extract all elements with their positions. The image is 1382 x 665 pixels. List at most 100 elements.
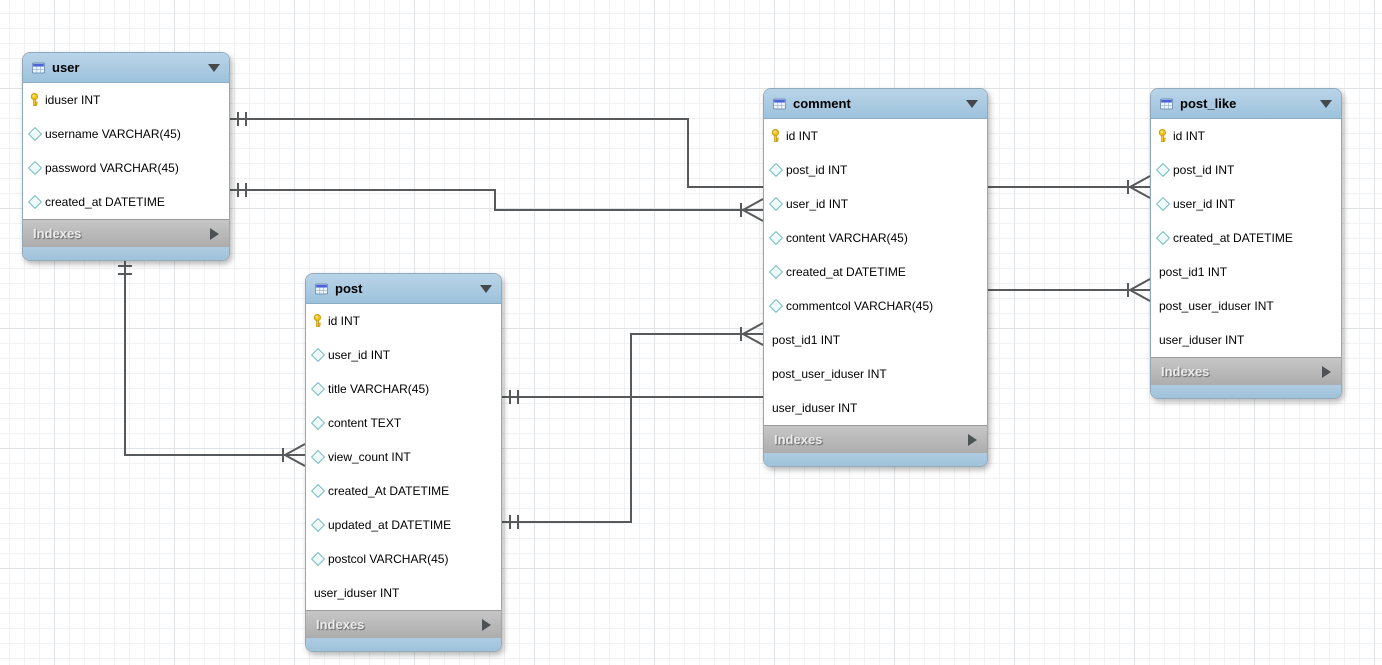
- diamond-icon: [310, 347, 325, 363]
- column-row[interactable]: post_user_iduser INT: [764, 357, 987, 391]
- column-row[interactable]: commentcol VARCHAR(45): [764, 289, 987, 323]
- column-row[interactable]: id INT: [1151, 119, 1341, 153]
- column-row[interactable]: user_iduser INT: [306, 576, 501, 610]
- diamond-icon: [768, 196, 783, 212]
- indexes-footer[interactable]: Indexes: [764, 425, 987, 453]
- column-label: user_iduser INT: [1159, 333, 1245, 347]
- table-title: post: [335, 281, 363, 296]
- diamond-icon: [1155, 162, 1170, 178]
- column-label: post_id1 INT: [1159, 265, 1228, 279]
- table-header[interactable]: post: [306, 274, 501, 304]
- column-label: content TEXT: [328, 416, 402, 430]
- table-icon: [32, 61, 45, 75]
- triangle-down-icon[interactable]: [480, 284, 492, 293]
- triangle-right-icon: [210, 227, 219, 240]
- column-label: post_user_iduser INT: [772, 367, 887, 381]
- column-row[interactable]: user_id INT: [1151, 187, 1341, 221]
- diamond-icon: [310, 381, 325, 397]
- column-label: id INT: [328, 314, 361, 328]
- column-row[interactable]: id INT: [306, 304, 501, 338]
- key-icon: [28, 93, 41, 107]
- table-bottom-strip: [23, 247, 229, 260]
- diamond-icon: [310, 483, 325, 499]
- indexes-footer[interactable]: Indexes: [306, 610, 501, 638]
- column-row[interactable]: user_iduser INT: [764, 391, 987, 425]
- column-label: title VARCHAR(45): [328, 382, 430, 396]
- diamond-icon: [310, 517, 325, 533]
- column-label: password VARCHAR(45): [45, 161, 179, 175]
- db-table-post[interactable]: post id INT user_id INT title VARCHAR(45) c…: [305, 273, 502, 652]
- column-label: created_at DATETIME: [1173, 231, 1293, 245]
- indexes-label: Indexes: [316, 617, 365, 632]
- column-row[interactable]: content TEXT: [306, 406, 501, 440]
- column-row[interactable]: updated_at DATETIME: [306, 508, 501, 542]
- column-row[interactable]: postcol VARCHAR(45): [306, 542, 501, 576]
- triangle-right-icon: [1322, 365, 1331, 378]
- column-label: user_id INT: [1173, 197, 1236, 211]
- column-row[interactable]: user_iduser INT: [1151, 323, 1341, 357]
- table-header[interactable]: post_like: [1151, 89, 1341, 119]
- column-row[interactable]: id INT: [764, 119, 987, 153]
- column-label: id INT: [1173, 129, 1206, 143]
- indexes-label: Indexes: [33, 226, 82, 241]
- diamond-icon: [27, 126, 42, 142]
- indexes-footer[interactable]: Indexes: [1151, 357, 1341, 385]
- relationship-user-to-post_like[interactable]: [230, 112, 1151, 199]
- diamond-icon: [768, 230, 783, 246]
- table-bottom-strip: [1151, 385, 1341, 398]
- column-row[interactable]: username VARCHAR(45): [23, 117, 229, 151]
- table-bottom-strip: [306, 638, 501, 651]
- column-row[interactable]: created_at DATETIME: [23, 185, 229, 219]
- column-row[interactable]: post_user_iduser INT: [1151, 289, 1341, 323]
- column-row[interactable]: created_At DATETIME: [306, 474, 501, 508]
- indexes-label: Indexes: [1161, 364, 1210, 379]
- diamond-icon: [1155, 196, 1170, 212]
- indexes-label: Indexes: [774, 432, 823, 447]
- relationship-user-to-post[interactable]: [118, 258, 306, 467]
- column-row[interactable]: iduser INT: [23, 83, 229, 117]
- column-label: user_iduser INT: [314, 586, 400, 600]
- column-label: postcol VARCHAR(45): [328, 552, 449, 566]
- diamond-icon: [310, 551, 325, 567]
- key-icon: [769, 129, 782, 143]
- indexes-footer[interactable]: Indexes: [23, 219, 229, 247]
- column-row[interactable]: post_id1 INT: [1151, 255, 1341, 289]
- table-columns: id INT post_id INT user_id INT created_at D…: [1151, 119, 1341, 357]
- table-header[interactable]: user: [23, 53, 229, 83]
- column-label: created_At DATETIME: [328, 484, 450, 498]
- column-label: view_count INT: [328, 450, 411, 464]
- diamond-icon: [768, 162, 783, 178]
- column-row[interactable]: password VARCHAR(45): [23, 151, 229, 185]
- table-title: post_like: [1180, 96, 1237, 111]
- column-row[interactable]: title VARCHAR(45): [306, 372, 501, 406]
- db-table-post_like[interactable]: post_like id INT post_id INT user_id INT cr…: [1150, 88, 1342, 399]
- relationship-user-to-comment[interactable]: [230, 183, 764, 222]
- table-title: comment: [793, 96, 851, 111]
- column-row[interactable]: post_id INT: [1151, 153, 1341, 187]
- triangle-right-icon: [482, 618, 491, 631]
- column-row[interactable]: post_id INT: [764, 153, 987, 187]
- column-label: created_at DATETIME: [786, 265, 906, 279]
- triangle-down-icon[interactable]: [966, 99, 978, 108]
- triangle-down-icon[interactable]: [1320, 99, 1332, 108]
- triangle-down-icon[interactable]: [208, 63, 220, 72]
- column-label: post_id INT: [1173, 163, 1235, 177]
- table-icon: [773, 97, 786, 111]
- column-row[interactable]: view_count INT: [306, 440, 501, 474]
- table-header[interactable]: comment: [764, 89, 987, 119]
- column-row[interactable]: content VARCHAR(45): [764, 221, 987, 255]
- column-row[interactable]: created_at DATETIME: [1151, 221, 1341, 255]
- column-label: user_iduser INT: [772, 401, 858, 415]
- relationship-post-to-comment[interactable]: [502, 322, 764, 529]
- column-row[interactable]: user_id INT: [764, 187, 987, 221]
- key-icon: [311, 314, 324, 328]
- column-label: user_id INT: [786, 197, 849, 211]
- column-row[interactable]: created_at DATETIME: [764, 255, 987, 289]
- column-row[interactable]: post_id1 INT: [764, 323, 987, 357]
- column-row[interactable]: user_id INT: [306, 338, 501, 372]
